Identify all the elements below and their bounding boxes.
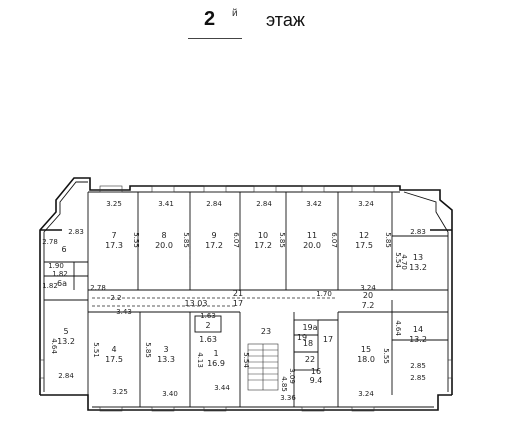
room-number: 23 [261,327,271,336]
dimension-labels: 3.25 3.41 2.84 2.84 3.42 3.24 2.83 2.83 … [42,200,426,402]
room-area: 16.9 [207,359,225,368]
room-number: 6 [61,245,66,254]
room-area: 13.2 [409,335,427,344]
room-number: 9 [211,231,216,240]
dimension: 2.78 [42,238,58,246]
room-area: 17.5 [105,355,123,364]
dimension: 3.25 [112,388,128,396]
dimension: 5.55 [132,232,140,248]
dimension: 1.70 [316,290,332,298]
dimension: 3.44 [214,384,230,392]
room-number: 7 [111,231,116,240]
dimension: 5.55 [382,348,390,364]
room-area: 17.5 [355,241,373,250]
dimension: 1.90 [48,262,64,270]
dimension: 3.36 [280,394,296,402]
dimension: 2.83 [68,228,84,236]
dimension: 2.84 [256,200,272,208]
dimension: 2.2 [110,294,121,302]
room-number: 4 [111,345,116,354]
room-area: 13.2 [57,337,75,346]
dimension: 2.83 [410,228,426,236]
room-number: 20 [363,291,373,300]
room-area: 20.0 [155,241,173,250]
dimension: 4.13 [196,352,204,368]
dimension: 5.54 [242,352,250,368]
dimension: 3.42 [306,200,322,208]
room-number: 2 [205,321,210,330]
room-number: 10 [258,231,268,240]
floor-word: этаж [266,10,305,30]
room-number: 8 [161,231,166,240]
room-number: 3 [163,345,168,354]
room-number: 11 [307,231,317,240]
room-area: 18.0 [357,355,375,364]
dimension: 2.84 [58,372,74,380]
room-number: 14 [413,325,423,334]
dimension: 6.07 [232,232,240,248]
floor-number: 2 [204,8,216,30]
floor-title: 2 й этаж [0,0,524,60]
room-labels: 6 6а 7 17.3 8 20.0 9 17.2 10 17.2 11 20.… [57,231,427,385]
dimension: 3.25 [106,200,122,208]
dimension: 3.43 [116,308,132,316]
room-number: 19 [297,333,307,342]
room-number: 21 [233,289,243,298]
room-area: 7.2 [362,301,375,310]
room-area: 13.2 [409,263,427,272]
dimension: 2.85 [410,374,426,382]
dimension: 3.40 [162,390,178,398]
dimension: 3.24 [358,200,374,208]
room-area: 17.2 [205,241,223,250]
room-number: 22 [305,355,315,364]
dimension: 6.07 [330,232,338,248]
room-area: 13.3 [157,355,175,364]
room-number: 17 [323,335,333,344]
dimension: 5.54 [394,252,402,268]
dimension: 4.64 [394,320,402,336]
dimension: 3.41 [158,200,174,208]
room-area: 17.3 [105,241,123,250]
dimension: 4.85 [280,376,288,392]
room-number: 12 [359,231,369,240]
floor-suffix: й [232,8,238,19]
dimension: 2.85 [410,362,426,370]
corridor-area: 13.03 [185,299,208,308]
dimension: 3.24 [360,284,376,292]
dimension: 1.82 [52,270,68,278]
room-number: 1 [213,349,218,358]
room-number: 15 [361,345,371,354]
dimension: 5.85 [278,232,286,248]
outer-walls [39,177,453,411]
room-area: 17 [233,299,243,308]
dimension: 2.84 [206,200,222,208]
room-area: 1.63 [199,335,217,344]
room-number: 16 [311,367,321,376]
dimension: 1.82 [42,282,58,290]
dimension: 4.64 [50,338,58,354]
windows [39,185,453,412]
dimension: 3.09 [288,368,296,384]
dimension: 4.70 [400,254,408,270]
dimension: 3.24 [358,390,374,398]
dimension: 1.63 [200,312,216,320]
dimension: 2.78 [90,284,106,292]
dimension: 5.51 [92,342,100,358]
room-number: 18 [303,339,313,348]
room-number: 13 [413,253,423,262]
room-area: 17.2 [254,241,272,250]
dimension: 5.85 [182,232,190,248]
interior-walls [44,192,448,407]
title-underline [188,38,242,39]
room-area: 20.0 [303,241,321,250]
room-area: 9.4 [310,376,323,385]
dimension: 5.85 [144,342,152,358]
room-number: 6а [57,279,67,288]
dimension: 5.85 [384,232,392,248]
room-number: 5 [63,327,68,336]
corridor-guides [92,246,336,307]
room-number: 19а [302,323,317,332]
